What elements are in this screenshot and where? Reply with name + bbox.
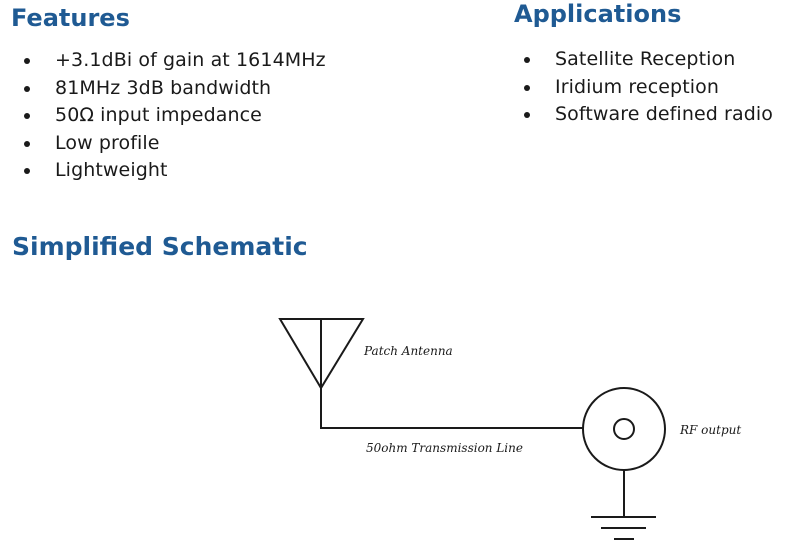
- feature-item-bandwidth: 81MHz 3dB bandwidth: [24, 75, 326, 103]
- feature-text: 50Ω input impedance: [55, 104, 262, 126]
- application-item-sdr: Software defined radio: [524, 101, 773, 129]
- bullet-icon: [24, 58, 30, 64]
- feature-text: +3.1dBi of gain at 1614MHz: [55, 49, 326, 71]
- application-item-iridium: Iridium reception: [524, 74, 773, 102]
- applications-heading: Applications: [514, 0, 682, 28]
- application-text: Satellite Reception: [555, 48, 736, 70]
- rf-connector-symbol: [582, 387, 666, 471]
- features-list: +3.1dBi of gain at 1614MHz 81MHz 3dB ban…: [24, 47, 326, 185]
- application-text: Iridium reception: [555, 75, 719, 98]
- antenna-symbol: [278, 318, 365, 390]
- bullet-icon: [24, 113, 30, 119]
- patch-antenna-label: Patch Antenna: [364, 344, 453, 358]
- feature-text: Low profile: [55, 131, 160, 154]
- feature-item-gain: +3.1dBi of gain at 1614MHz: [24, 47, 326, 75]
- transmission-line-label: 50ohm Transmission Line: [366, 441, 523, 455]
- bullet-icon: [24, 85, 30, 92]
- bullet-icon: [24, 168, 30, 174]
- schematic-heading: Simplified Schematic: [12, 232, 308, 261]
- feature-text: 81MHz 3dB bandwidth: [55, 76, 272, 99]
- bullet-icon: [524, 57, 530, 63]
- bullet-icon: [24, 140, 30, 147]
- application-item-satellite: Satellite Reception: [524, 46, 773, 74]
- application-text: Software defined radio: [555, 103, 773, 125]
- feature-item-profile: Low profile: [24, 130, 326, 158]
- feature-text: Lightweight: [55, 159, 168, 181]
- applications-list: Satellite Reception Iridium reception So…: [524, 46, 773, 129]
- bullet-icon: [524, 84, 530, 91]
- feature-item-impedance: 50Ω input impedance: [24, 102, 326, 130]
- bullet-icon: [524, 112, 530, 118]
- transmission-line: [320, 388, 583, 429]
- ground-symbol: [591, 470, 656, 540]
- rf-output-label: RF output: [680, 423, 742, 437]
- features-heading: Features: [11, 4, 130, 32]
- feature-item-weight: Lightweight: [24, 157, 326, 185]
